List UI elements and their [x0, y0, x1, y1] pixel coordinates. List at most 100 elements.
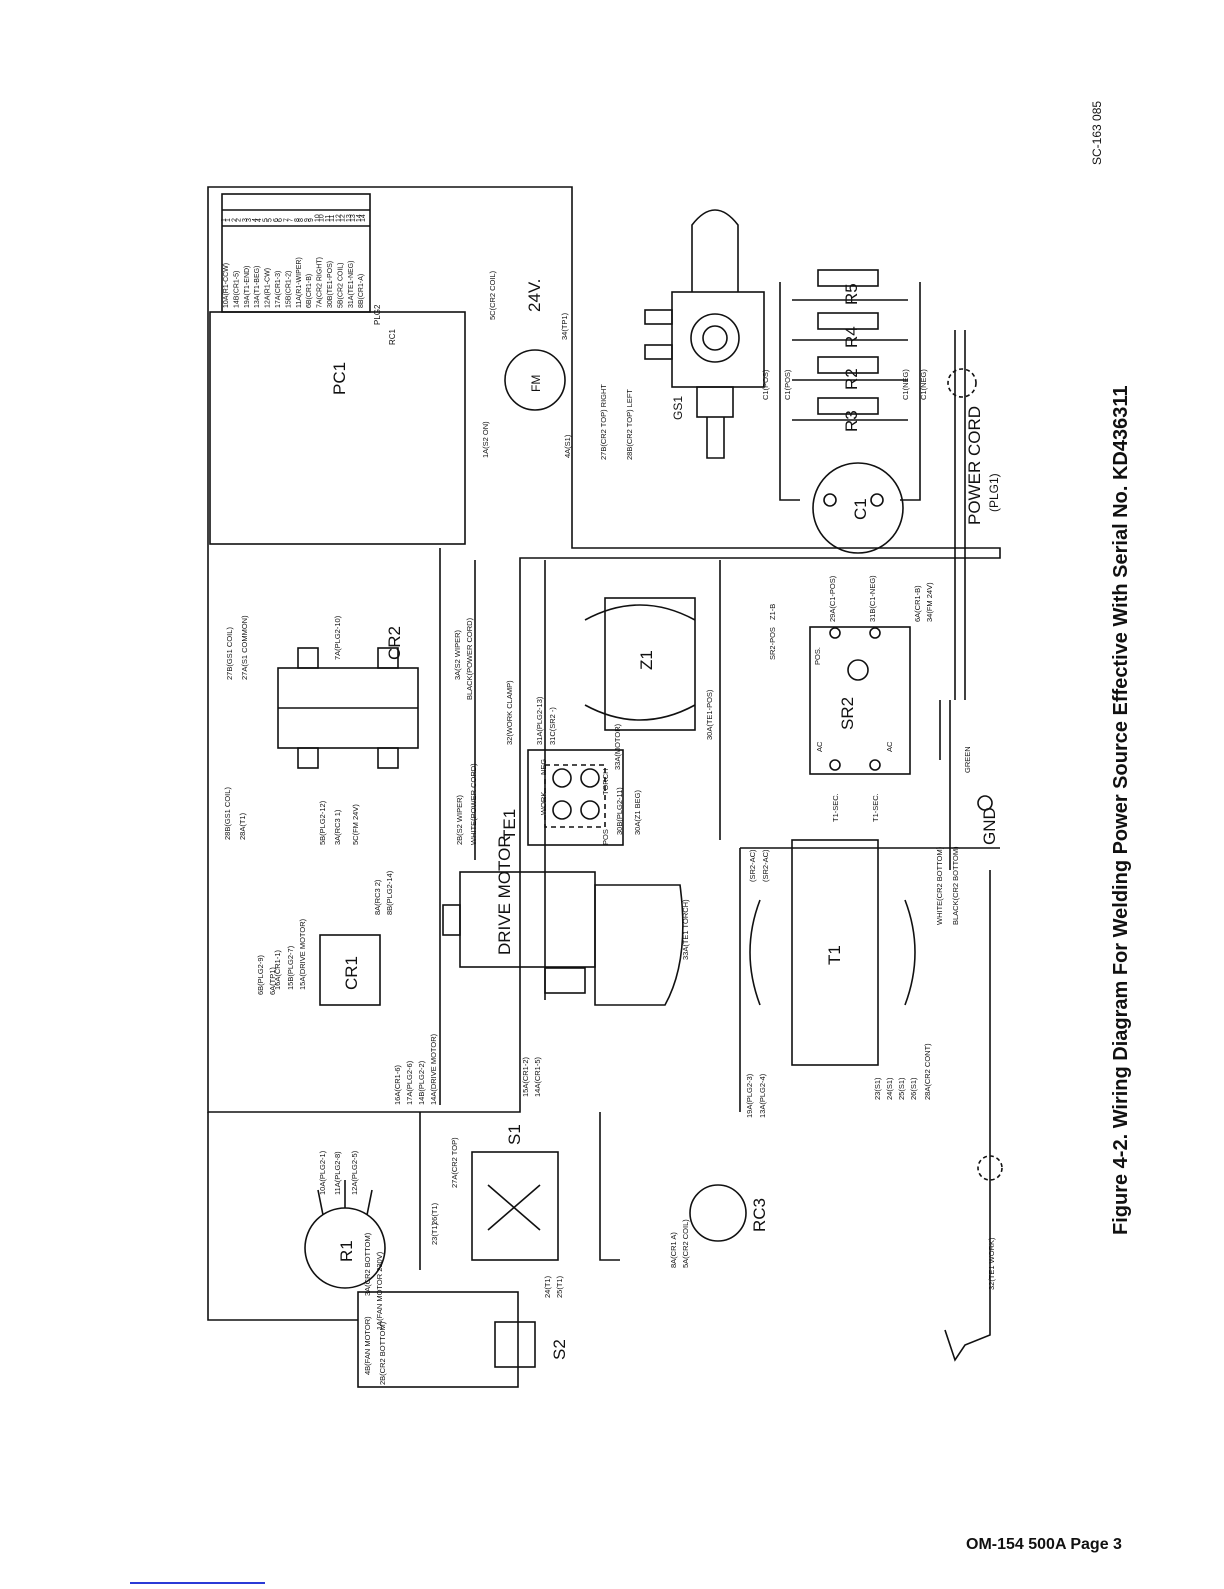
figure-caption: Figure 4-2. Wiring Diagram For Welding P…	[1110, 385, 1132, 1235]
te1-label: TE1	[500, 809, 519, 840]
wire-label-c1: C1(POS)	[783, 369, 792, 400]
wire-label-t1: BLACK(CR2 BOTTOM)	[951, 846, 960, 925]
plg2-pin-number: 1	[221, 218, 228, 222]
plg2-wire-label: 5B(CR2 COIL)	[337, 262, 344, 308]
plg2-pin-number: 13	[350, 214, 357, 222]
wire-label-cr2-right: 7A(PLG2-10)	[333, 615, 342, 660]
wire-label-rc3: 8A(CR1 A)	[669, 1232, 678, 1268]
plg2-pin-number: 2	[231, 218, 238, 222]
page-number: OM-154 500A Page 3	[966, 1536, 1122, 1553]
wire-label-cr2-left: 2B(S2 WIPER)	[455, 794, 464, 845]
plg2-pin-number: 3	[242, 218, 249, 222]
pc1-label: PC1	[330, 362, 349, 395]
wire-label-te1: 31C(SR2 -)	[548, 707, 557, 745]
wire-label-cr1: 14A(DRIVE MOTOR)	[429, 1033, 438, 1105]
plg2-pin-number: 14	[356, 214, 363, 222]
wire-label-te1: 30A(TE1-POS)	[705, 689, 714, 740]
wire-label-c1: C1(NEG)	[901, 369, 910, 400]
wire-label-c1: C1(NEG)	[919, 369, 928, 400]
wire-label-cr1: 17A(PLG2-6)	[405, 1060, 414, 1105]
wire-label-t1: GREEN	[963, 746, 972, 773]
plg2-pin-number: 4	[256, 218, 263, 222]
plg2-pin-number: 8	[298, 218, 305, 222]
c1-capacitor	[812, 462, 904, 554]
document-number: SC-163 085	[1090, 100, 1104, 165]
plg2-pin-number: 4	[252, 218, 259, 222]
fm-motor	[504, 349, 566, 411]
power-cord-line	[939, 330, 966, 870]
r3-label: R3	[842, 410, 861, 432]
r5-resistor	[817, 269, 879, 287]
wire-label-cr1: 16A(CR1-6)	[393, 1064, 402, 1105]
rc3-label: RC3	[750, 1198, 769, 1232]
plg2-wire-label: 14B(CR1-5)	[233, 271, 240, 308]
gnd-terminal	[977, 795, 993, 811]
footer-rule	[130, 1582, 265, 1584]
plg2-pin-number: 5	[267, 218, 274, 222]
wire-label-te1: 30A(Z1 BEG)	[633, 789, 642, 835]
cr1-label: CR1	[342, 956, 361, 990]
wire-label-te1: 31A(PLG2-13)	[535, 696, 544, 745]
plg2-pin-number: 13	[346, 214, 353, 222]
wire-label-t1: 19A(PLG2-3)	[745, 1073, 754, 1118]
z1-label: Z1	[637, 650, 656, 670]
plg2-pin-number: 14	[360, 214, 367, 222]
wire-label-sr2: 29A(C1-POS)	[828, 575, 837, 622]
plg2-pin-number: 1	[225, 218, 232, 222]
wire-label-t1: 25(S1)	[897, 1077, 906, 1100]
wire-label-cr1: 15B(PLG2-7)	[286, 945, 295, 990]
plg2-wire-label: 17A(CR1-3)	[275, 271, 282, 308]
plg2-pin-number: 10	[315, 214, 322, 222]
wire-label-drive: 14A(CR1-5)	[533, 1056, 542, 1097]
wire-label-rc3: 5A(CR2 COIL)	[681, 1219, 690, 1268]
plg2-pin-number: 9	[308, 218, 315, 222]
wire-label-t1: 13A(PLG2-4)	[758, 1073, 767, 1118]
wire-label-cr2-right: 27B(GS1 COIL)	[225, 627, 234, 680]
gs1-label: GS1	[671, 396, 685, 420]
work-clamp-lead	[944, 870, 991, 1362]
wire-label-cr2-left: 5B(PLG2-12)	[318, 800, 327, 845]
s1-switch	[471, 1151, 559, 1261]
plg2-wire-label: 12A(R1-CW)	[265, 268, 272, 308]
wire-label-te1: 33A(TE1 TORCH)	[681, 899, 690, 960]
wire-label-t1: 26(S1)	[909, 1077, 918, 1100]
plg2-connector	[221, 193, 371, 313]
wire-label-sr2: 31B(C1-NEG)	[868, 575, 877, 622]
rc1-label: RC1	[388, 328, 397, 345]
wire-label-s1: 25(T1)	[555, 1275, 564, 1298]
plg2-wire-label: 8B(CR1-A)	[358, 274, 365, 308]
plg2-label: PLG2	[373, 304, 382, 325]
c1-label: C1	[851, 498, 870, 520]
plg2-pin-number: 12	[339, 214, 346, 222]
plg2-pin-number: 6	[273, 218, 280, 222]
wire-label-cr2-left: 28B(GS1 COIL)	[223, 787, 232, 840]
z1-choke	[604, 597, 696, 731]
plg2-pin-number: 8	[294, 218, 301, 222]
te1-terminal	[527, 749, 624, 846]
wire-label-fm: 1A(S2 ON)	[481, 421, 490, 458]
wire-label-sr2: 34(FM 24V)	[925, 582, 934, 622]
wire-label-te1-terminals: NEG	[539, 759, 548, 775]
wire-label-cr2-left: 28A(T1)	[238, 812, 247, 840]
wire-label-cr1: 14B(PLG2-2)	[417, 1060, 426, 1105]
rc3-receptacle	[689, 1184, 747, 1242]
drive-motor-label: DRIVE MOTOR	[495, 835, 514, 955]
wire-label-cr1: 8A(RC3 2)	[373, 879, 382, 915]
wire-label-sr2: Z1-B	[768, 604, 777, 620]
plg2-wire-label: 7A(CR2 RIGHT)	[317, 257, 324, 308]
t1-transformer	[791, 839, 879, 1066]
wire-label-cr2-left: 3A(RC3 1)	[333, 809, 342, 845]
plg2-wire-label: 13A(T1-BEG)	[254, 266, 261, 308]
r4-resistor	[817, 312, 879, 330]
wire-label-s2: 2B(CR2 BOTTOM)	[378, 1321, 387, 1385]
plg2-wire-label: 19A(T1-END)	[244, 266, 251, 308]
sr2-rectifier	[809, 626, 911, 775]
wire-label-cr1: 16A(CR1-1)	[273, 949, 282, 990]
cr1-relay	[319, 934, 381, 1006]
wire-label-s1: 26(T1)	[430, 1202, 439, 1225]
power-cord-label: POWER CORD	[965, 406, 984, 525]
wire-label-sr2: SR2-POS	[768, 627, 777, 660]
wire-label-fm: 4A(S1)	[563, 434, 572, 458]
r2-resistor	[817, 356, 879, 374]
